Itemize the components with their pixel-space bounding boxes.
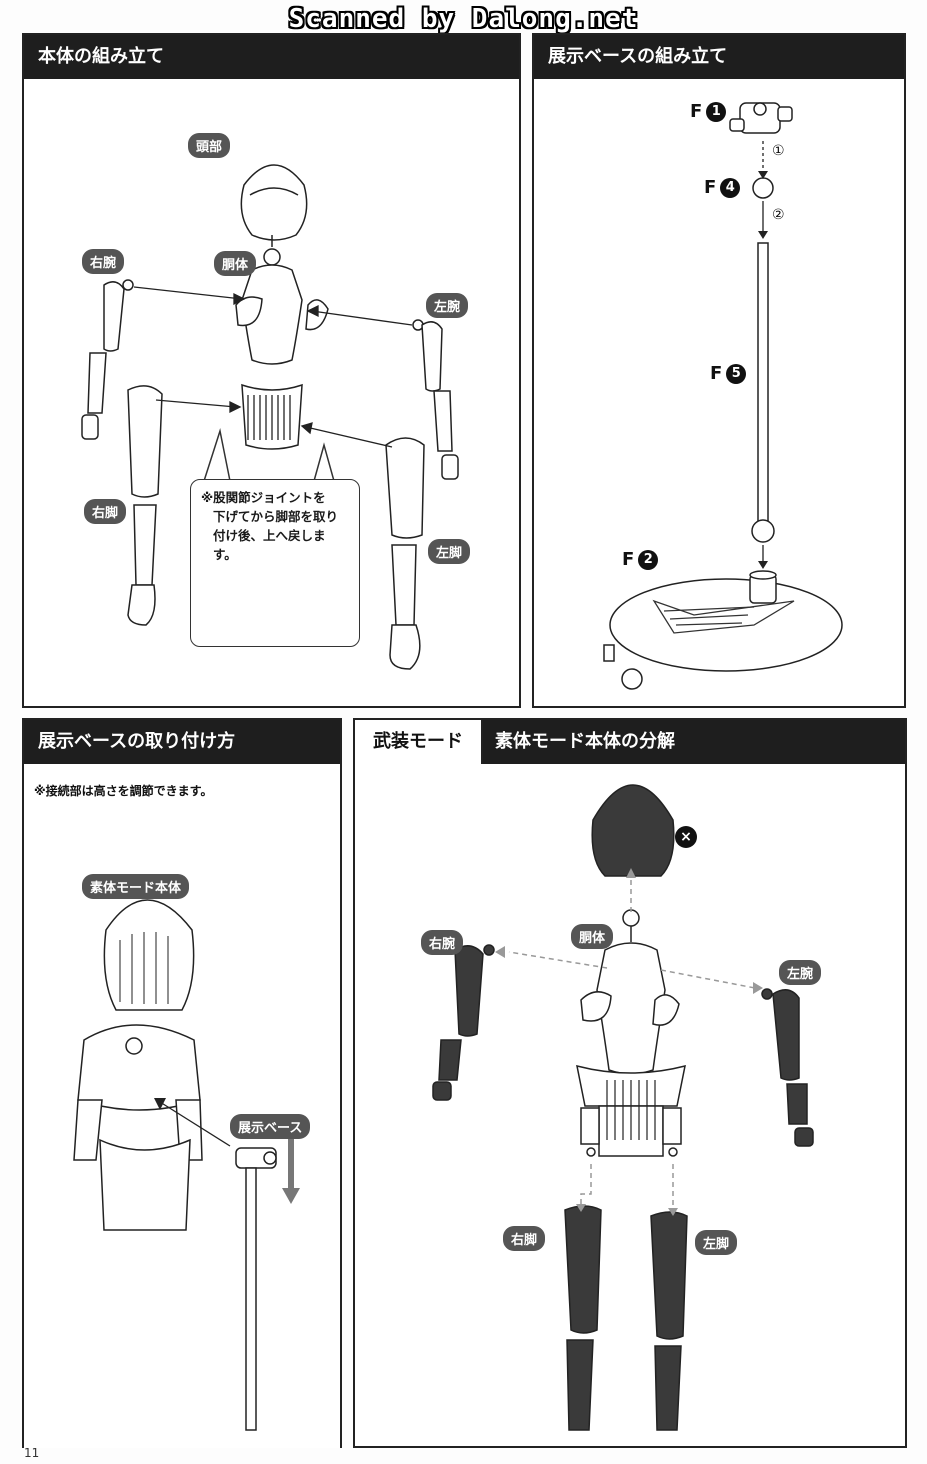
step-1: ①	[772, 143, 785, 159]
part-label-f1: F 1	[690, 101, 727, 122]
label-right-leg: 右脚	[84, 499, 127, 524]
step-2: ②	[772, 207, 785, 223]
part-number: 2	[638, 549, 659, 570]
mode-tab: 武装モード	[355, 720, 483, 764]
page-number: 11	[24, 1446, 40, 1460]
hip-joint-note-line-3: 付け後、上へ戻します。	[213, 528, 326, 562]
label-right-arm: 右腕	[82, 249, 125, 274]
panel-title: 本体の組み立て	[24, 35, 519, 79]
base-assembly-illustration	[603, 102, 843, 690]
panel-base-assembly: 展示ベースの組み立て	[532, 33, 906, 708]
label-torso: 胴体	[571, 924, 614, 949]
panel-title: 素体モード本体の分解	[495, 731, 675, 752]
part-letter: F	[704, 177, 717, 198]
hip-joint-note-line-1: ※股関節ジョイントを	[201, 490, 326, 505]
remove-icon: ×	[675, 826, 697, 848]
height-adjust-note: ※接続部は高さを調節できます。	[34, 784, 213, 798]
label-right-leg: 右脚	[503, 1226, 546, 1251]
hip-joint-note-line-2: 下げてから脚部を取り	[213, 509, 339, 524]
disassembly-illustration	[432, 784, 814, 1431]
label-left-arm: 左腕	[426, 293, 469, 318]
label-base: 展示ベース	[230, 1114, 311, 1139]
panel-title: 展示ベースの組み立て	[534, 35, 904, 79]
label-right-arm: 右腕	[421, 930, 464, 955]
part-number: 5	[726, 363, 747, 384]
part-label-f2: F 2	[622, 549, 659, 570]
label-left-leg: 左脚	[695, 1230, 738, 1255]
panel-disassembly: 素体モード本体の分解 武装モード	[353, 718, 907, 1448]
label-left-arm: 左腕	[779, 960, 822, 985]
panel-body-assembly: 本体の組み立て	[22, 33, 521, 708]
body-assembly-illustration	[81, 164, 459, 670]
label-body: 素体モード本体	[82, 874, 190, 899]
label-head: 頭部	[188, 133, 231, 158]
part-number: 1	[706, 101, 727, 122]
part-letter: F	[622, 549, 635, 570]
part-letter: F	[710, 363, 723, 384]
part-label-f4: F 4	[704, 177, 741, 198]
panel-base-attach: 展示ベースの取り付け方 ※接続部は高さを調節できます。 素体モード本体	[22, 718, 342, 1448]
base-attach-illustration	[73, 899, 300, 1431]
label-left-leg: 左脚	[428, 539, 471, 564]
label-torso: 胴体	[214, 251, 257, 276]
part-label-f5: F 5	[710, 363, 747, 384]
part-number: 4	[720, 177, 741, 198]
part-letter: F	[690, 101, 703, 122]
hip-joint-note: ※股関節ジョイントを 下げてから脚部を取り 付け後、上へ戻します。	[190, 479, 360, 647]
panel-title: 展示ベースの取り付け方	[24, 720, 340, 764]
watermark: Scanned by Dalong.net	[288, 4, 639, 34]
